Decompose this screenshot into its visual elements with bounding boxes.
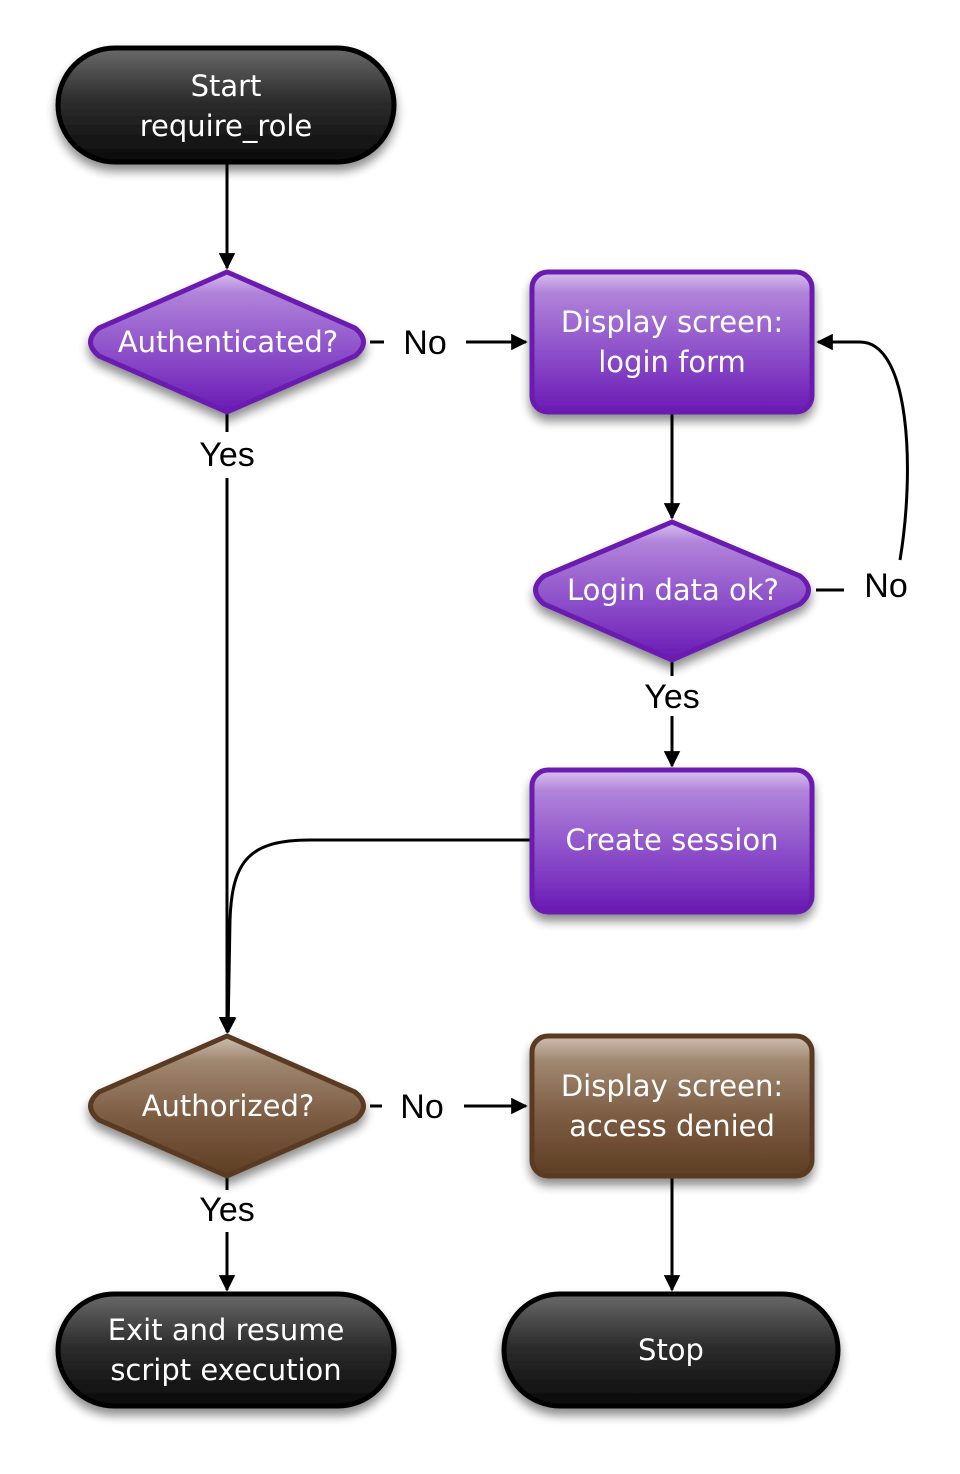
process-shape [529, 1033, 815, 1179]
edge-label-authenticated-no: No [403, 324, 446, 362]
node-access-denied-line-2: access denied [569, 1109, 775, 1143]
edge-label-loginok-yes: Yes [644, 678, 699, 716]
terminal-shape [55, 45, 397, 165]
node-login-ok: Login data ok? [533, 519, 811, 663]
node-exit-resume-line-2: script execution [110, 1353, 341, 1387]
edge-label-authorized-no: No [400, 1088, 443, 1126]
node-stop-label: Stop [638, 1333, 704, 1367]
process-shape [529, 767, 815, 915]
node-login-ok-label: Login data ok? [567, 573, 779, 607]
node-start-line-1: Start [191, 69, 262, 103]
edge-label-authenticated-yes: Yes [199, 436, 254, 474]
decision-shape [88, 1033, 366, 1179]
node-stop: Stop [501, 1291, 841, 1409]
node-access-denied-line-1: Display screen: [561, 1069, 783, 1103]
node-access-denied: Display screen: access denied [529, 1033, 815, 1179]
node-authenticated: Authenticated? [88, 269, 366, 415]
node-login-form-line-1: Display screen: [561, 305, 783, 339]
decision-shape [533, 519, 811, 663]
edge-loginok-no-loop [816, 333, 909, 561]
edge-labels: No Yes No Yes No Yes [199, 324, 907, 1229]
node-authorized: Authorized? [88, 1033, 366, 1179]
node-create-session-label: Create session [566, 823, 779, 857]
node-login-form-line-2: login form [598, 345, 745, 379]
edge-createsession-to-authorized [220, 838, 530, 1034]
node-authenticated-label: Authenticated? [118, 325, 338, 359]
process-shape [529, 269, 815, 415]
node-exit-resume-line-1: Exit and resume [108, 1313, 345, 1347]
terminal-shape [55, 1291, 397, 1409]
node-authorized-label: Authorized? [142, 1089, 315, 1123]
node-create-session: Create session [529, 767, 815, 915]
edge-label-authorized-yes: Yes [199, 1191, 254, 1229]
edge-label-loginok-no: No [864, 567, 907, 605]
node-exit-resume: Exit and resume script execution [55, 1291, 397, 1409]
node-login-form: Display screen: login form [529, 269, 815, 415]
terminal-shape [501, 1291, 841, 1409]
node-start: Start require_role [55, 45, 397, 165]
decision-shape [88, 269, 366, 415]
edges [218, 162, 909, 1292]
node-start-line-2: require_role [140, 109, 313, 143]
